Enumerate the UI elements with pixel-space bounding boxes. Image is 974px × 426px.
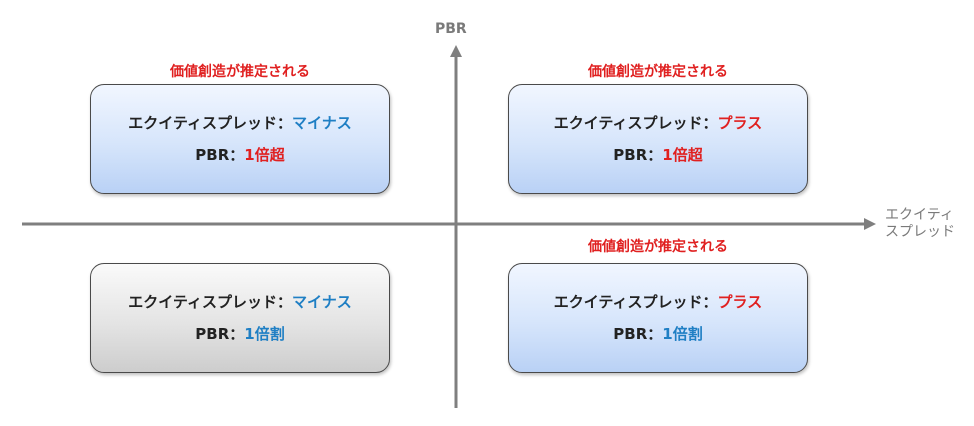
- spread-value: マイナス: [292, 114, 352, 132]
- spread-label: エクイティスプレッド：: [128, 293, 293, 311]
- spread-value: マイナス: [292, 293, 352, 311]
- spread-label: エクイティスプレッド：: [553, 114, 718, 132]
- spread-line: エクイティスプレッド：プラス: [554, 112, 763, 134]
- pbr-line: PBR：1倍超: [613, 144, 702, 166]
- pbr-line: PBR：1倍割: [195, 323, 284, 345]
- spread-value: プラス: [717, 114, 763, 132]
- top-right-caption: 価値創造が推定される: [588, 64, 728, 80]
- spread-label: エクイティスプレッド：: [553, 293, 718, 311]
- bottom-right-box: エクイティスプレッド：プラス PBR：1倍割: [508, 263, 808, 373]
- pbr-line: PBR：1倍超: [195, 144, 284, 166]
- y-axis-arrowhead: [450, 45, 462, 57]
- pbr-line: PBR：1倍割: [613, 323, 702, 345]
- x-axis-arrowhead: [864, 218, 876, 230]
- pbr-value: 1倍割: [244, 325, 285, 343]
- top-left-caption: 価値創造が推定される: [170, 64, 310, 80]
- x-axis-label: エクイティ スプレッド: [885, 207, 955, 241]
- spread-label: エクイティスプレッド：: [128, 114, 293, 132]
- y-axis-label: PBR: [435, 21, 467, 37]
- pbr-label: PBR：: [613, 146, 663, 164]
- bottom-right-caption: 価値創造が推定される: [588, 239, 728, 255]
- x-axis-label-line1: エクイティ: [885, 207, 954, 223]
- pbr-value: 1倍超: [662, 146, 703, 164]
- spread-line: エクイティスプレッド：プラス: [554, 291, 763, 313]
- pbr-label: PBR：: [613, 325, 663, 343]
- pbr-label: PBR：: [195, 146, 245, 164]
- spread-value: プラス: [717, 293, 763, 311]
- pbr-value: 1倍超: [244, 146, 285, 164]
- top-right-box: エクイティスプレッド：プラス PBR：1倍超: [508, 84, 808, 194]
- pbr-label: PBR：: [195, 325, 245, 343]
- top-left-box: エクイティスプレッド：マイナス PBR：1倍超: [90, 84, 390, 194]
- spread-line: エクイティスプレッド：マイナス: [128, 112, 352, 134]
- x-axis-label-line2: スプレッド: [885, 224, 955, 240]
- spread-line: エクイティスプレッド：マイナス: [128, 291, 352, 313]
- bottom-left-box: エクイティスプレッド：マイナス PBR：1倍割: [90, 263, 390, 373]
- pbr-value: 1倍割: [662, 325, 703, 343]
